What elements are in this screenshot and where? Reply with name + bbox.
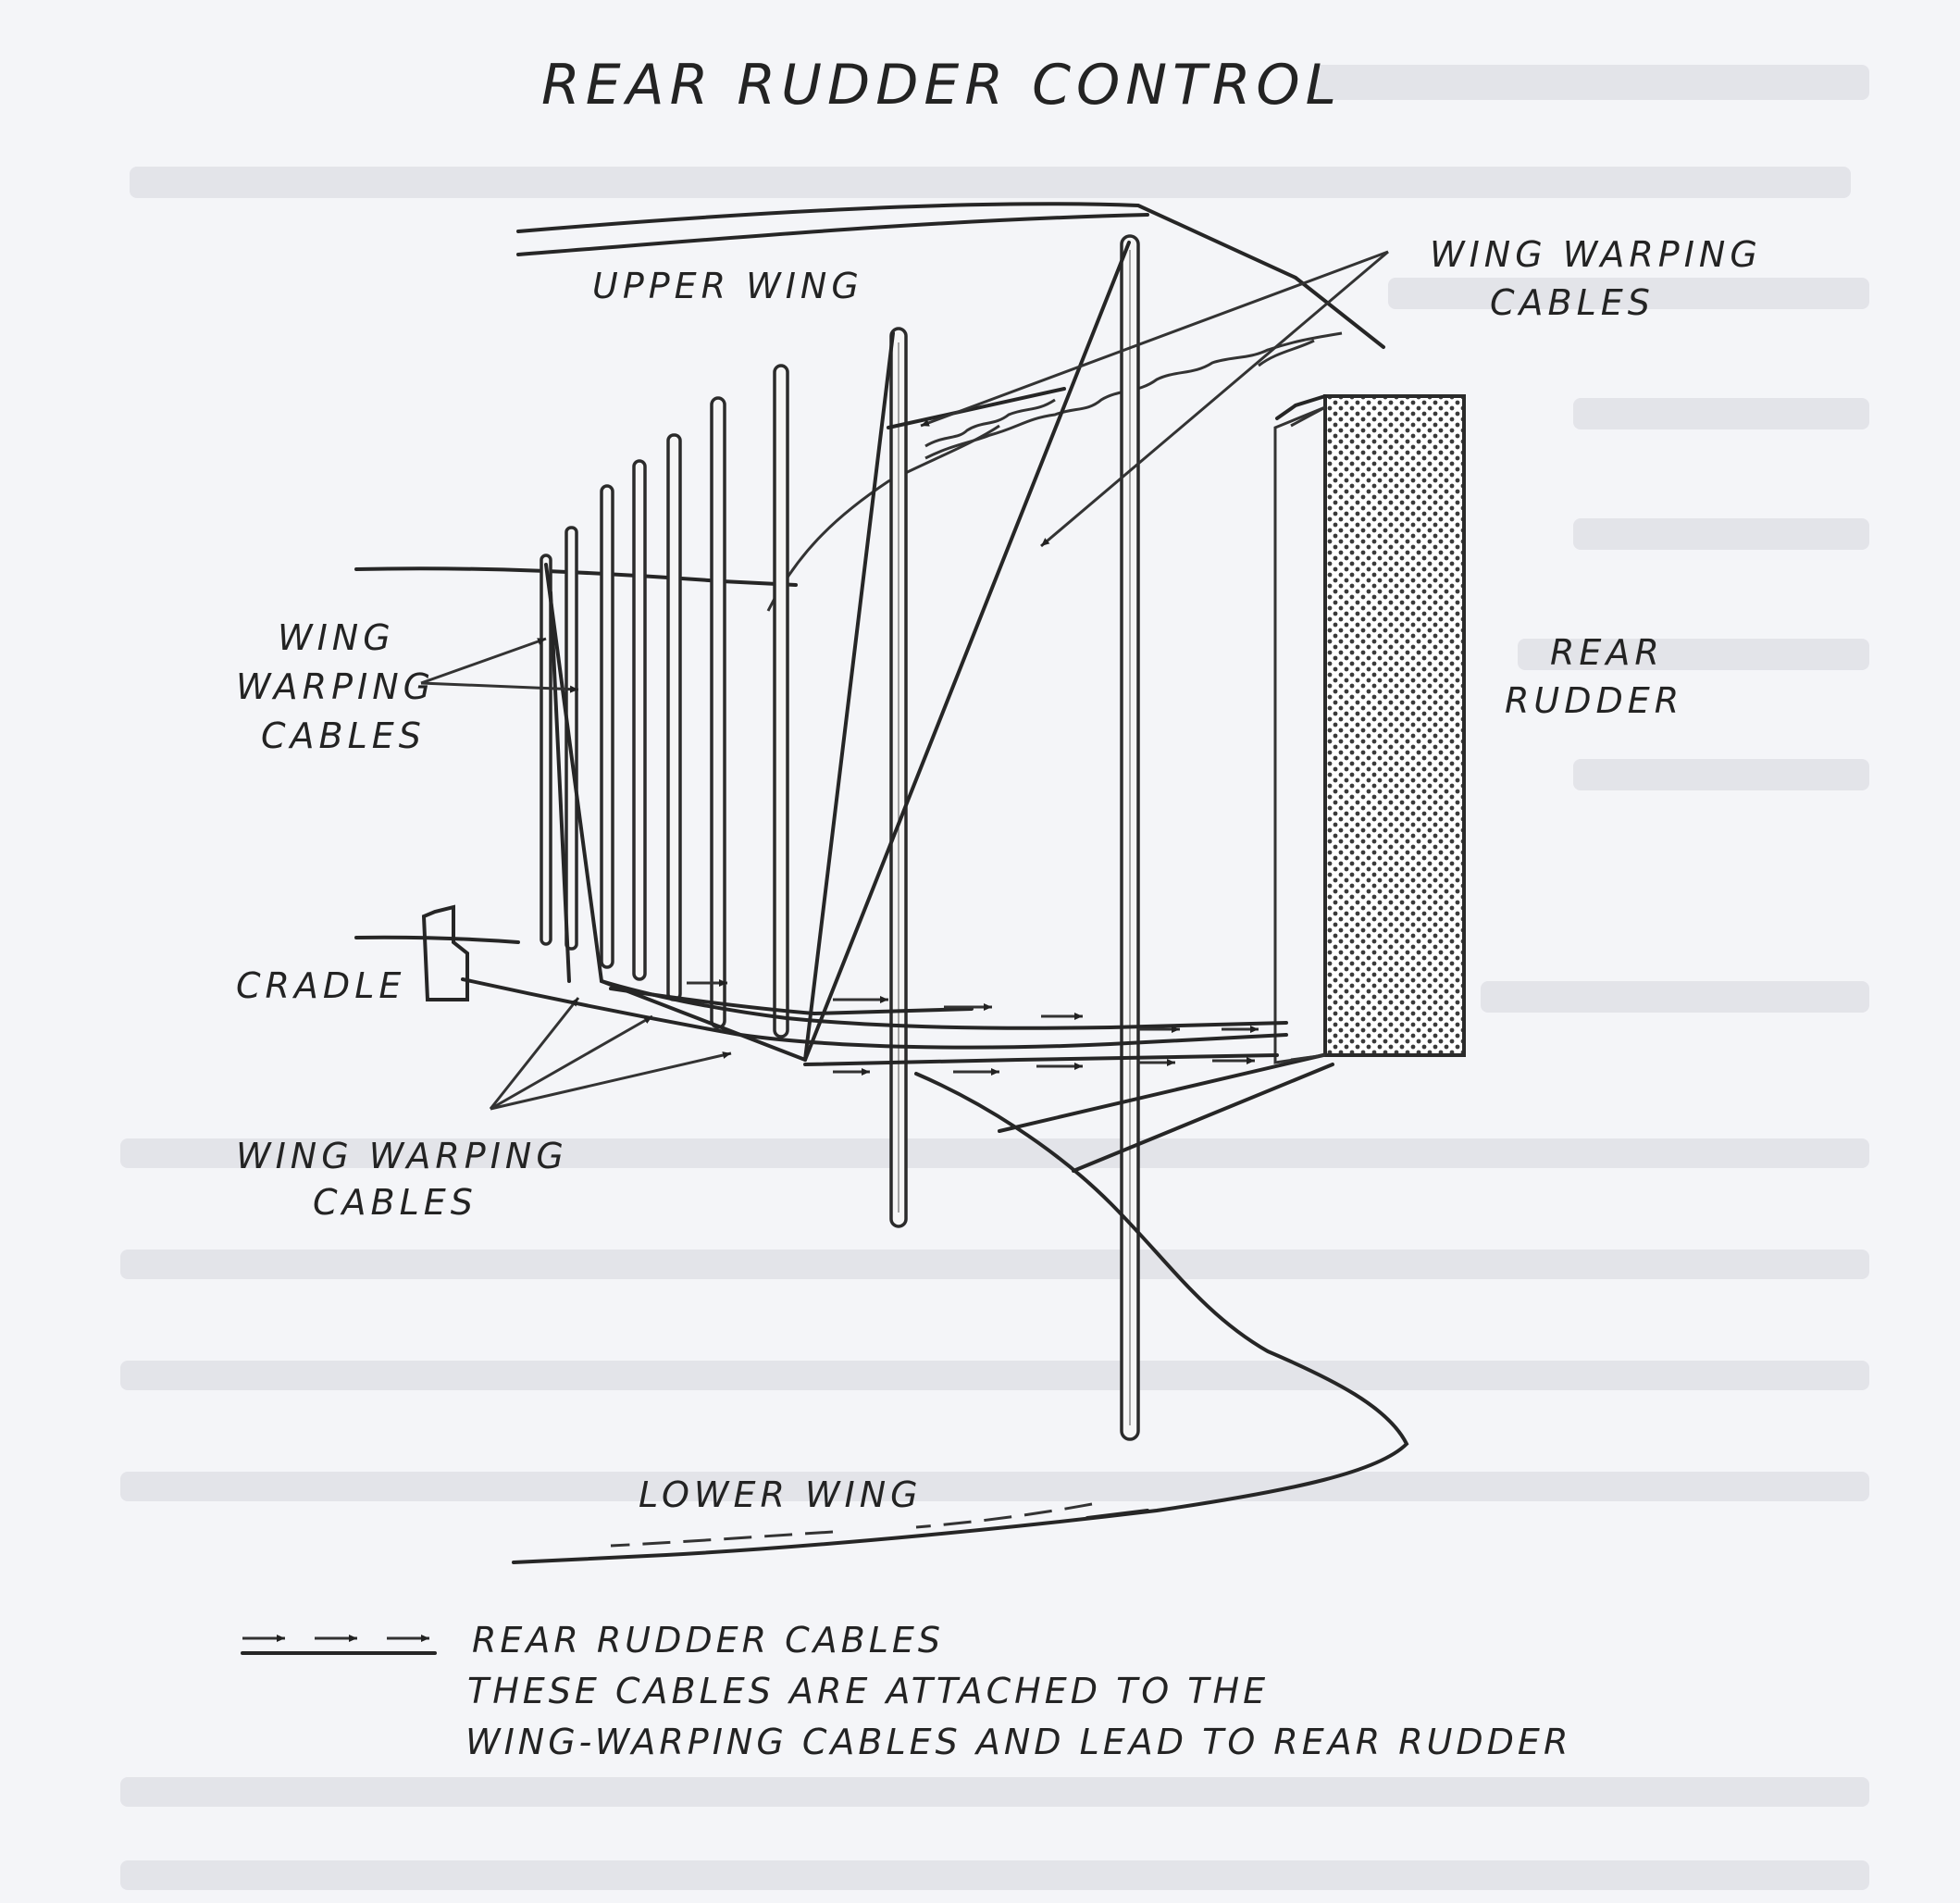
label-line: WING	[278, 617, 395, 658]
rear-rudder	[1273, 394, 1466, 1064]
label-upper-wing: UPPER WING	[592, 266, 863, 306]
strut	[540, 553, 552, 946]
rear-rudder-cables	[461, 977, 1288, 1076]
label-lower-wing: LOWER WING	[639, 1474, 923, 1515]
label-wing-warping-cables-top: WING WARPING CABLES	[1430, 234, 1762, 323]
label-line: WING WARPING	[236, 1136, 568, 1176]
wing-warping-cables	[544, 241, 1131, 1062]
legend-note-line: WING-WARPING CABLES AND LEAD TO REAR RUD…	[465, 1722, 1571, 1762]
strut	[632, 459, 647, 981]
label-line: WARPING	[236, 666, 435, 707]
label-line: RUDDER	[1505, 680, 1683, 721]
strut	[710, 396, 726, 1029]
legend-label: REAR RUDDER CABLES	[472, 1620, 944, 1660]
label-line: WING WARPING	[1430, 234, 1762, 275]
upper-wing-outline	[516, 202, 1385, 612]
label-wing-warping-cables-bottom: WING WARPING CABLES	[236, 1136, 568, 1223]
label-wing-warping-cables-left: WING WARPING CABLES	[236, 617, 435, 756]
label-line: CABLES	[261, 715, 426, 756]
cradle-shape	[421, 904, 469, 1001]
wing-struts	[540, 234, 1140, 1441]
label-line: CABLES	[1490, 282, 1655, 323]
legend: REAR RUDDER CABLES THESE CABLES ARE ATTA…	[241, 1620, 1571, 1762]
bleed-through-texture	[120, 65, 1869, 1890]
strut	[666, 433, 682, 1001]
leader-lines	[420, 250, 1389, 1111]
legend-note-line: THESE CABLES ARE ATTACHED TO THE	[467, 1671, 1269, 1711]
strut	[564, 526, 578, 951]
label-line: REAR	[1550, 632, 1664, 673]
legend-symbol	[241, 1635, 437, 1655]
lower-wing-outline	[512, 1053, 1409, 1564]
strut	[773, 364, 789, 1039]
label-line: CABLES	[313, 1182, 478, 1223]
diagram-title: REAR RUDDER CONTROL	[541, 53, 1342, 118]
label-rear-rudder: REAR RUDDER	[1505, 632, 1683, 721]
label-cradle: CRADLE	[236, 965, 405, 1006]
strut	[600, 484, 614, 969]
